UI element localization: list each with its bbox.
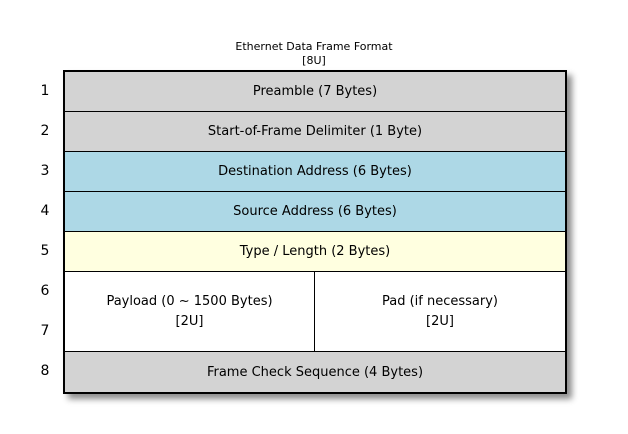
row-payload-pad: Payload (0 ~ 1500 Bytes) [2U] Pad (if ne…: [65, 272, 565, 352]
diagram-title-line1: Ethernet Data Frame Format: [235, 40, 393, 53]
diagram-title: Ethernet Data Frame Format [8U]: [63, 40, 565, 68]
row-number-5: 5: [40, 243, 50, 259]
cell-pad: Pad (if necessary) [2U]: [315, 272, 565, 351]
cell-pad-label: Pad (if necessary): [381, 293, 498, 309]
cell-payload: Payload (0 ~ 1500 Bytes) [2U]: [65, 272, 315, 351]
cell-pad-units: [2U]: [426, 313, 454, 329]
row-fcs-label: Frame Check Sequence (4 Bytes): [206, 364, 424, 380]
row-number-1: 1: [40, 83, 50, 99]
row-number-2: 2: [40, 123, 50, 139]
row-number-3: 3: [40, 163, 50, 179]
diagram-title-line2: [8U]: [302, 54, 326, 67]
row-preamble: Preamble (7 Bytes): [65, 72, 565, 112]
row-number-8: 8: [40, 363, 50, 379]
cell-payload-label: Payload (0 ~ 1500 Bytes): [106, 293, 273, 309]
row-source-address: Source Address (6 Bytes): [65, 192, 565, 232]
row-destination-address-label: Destination Address (6 Bytes): [218, 164, 412, 179]
row-start-of-frame-delimiter: Start-of-Frame Delimiter (1 Byte): [65, 112, 565, 152]
row-number-4: 4: [40, 203, 50, 219]
row-frame-check-sequence: Frame Check Sequence (4 Bytes): [65, 352, 565, 392]
row-type-length-label: Type / Length (2 Bytes): [239, 244, 391, 259]
cell-payload-units: [2U]: [175, 313, 204, 329]
row-destination-address: Destination Address (6 Bytes): [65, 152, 565, 192]
row-number-6: 6: [40, 283, 50, 299]
row-number-7: 7: [40, 323, 50, 339]
row-sfd-label: Start-of-Frame Delimiter (1 Byte): [207, 124, 423, 139]
frame-format-table: Preamble (7 Bytes) Start-of-Frame Delimi…: [63, 70, 567, 394]
row-preamble-label: Preamble (7 Bytes): [252, 84, 378, 99]
row-source-address-label: Source Address (6 Bytes): [233, 204, 397, 219]
row-type-length: Type / Length (2 Bytes): [65, 232, 565, 272]
